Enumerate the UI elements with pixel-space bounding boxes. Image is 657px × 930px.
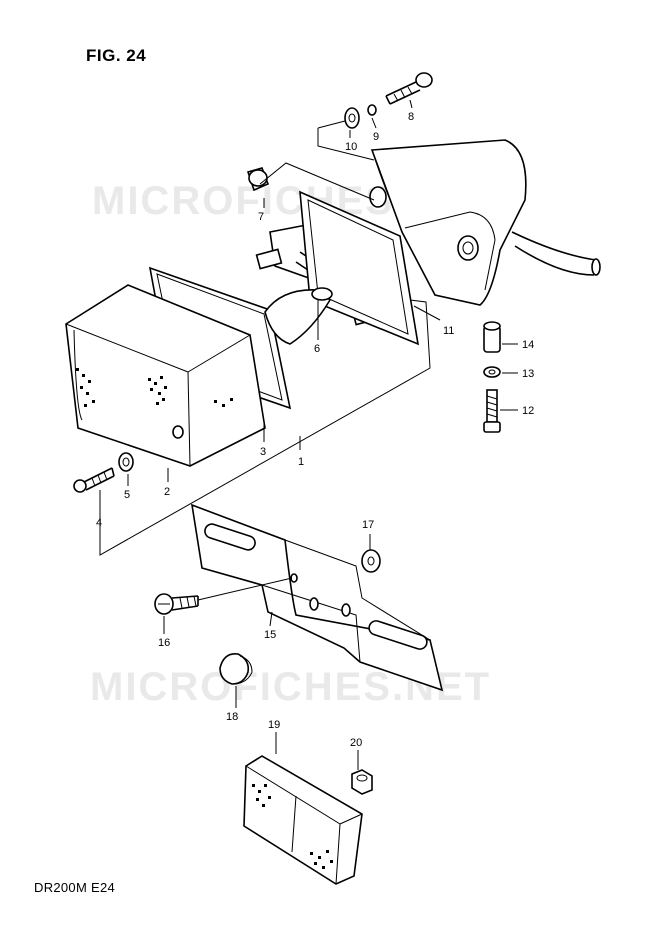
callout-10: 10 xyxy=(345,141,357,153)
callout-12: 12 xyxy=(522,405,534,417)
callout-6: 6 xyxy=(314,343,320,355)
part-5-washer xyxy=(118,452,134,472)
callout-9: 9 xyxy=(373,131,379,143)
part-4-screw xyxy=(73,467,115,493)
part-8-bolt xyxy=(385,72,433,105)
part-19-reflector xyxy=(243,755,363,885)
callout-7: 7 xyxy=(258,211,264,223)
callout-15: 15 xyxy=(264,629,276,641)
callout-5: 5 xyxy=(124,489,130,501)
callout-18: 18 xyxy=(226,711,238,723)
part-6-bulb xyxy=(264,287,333,345)
callout-labels: 1 2 3 4 5 6 7 8 9 10 11 12 13 14 15 16 1… xyxy=(96,111,534,749)
model-code: DR200M E24 xyxy=(34,880,116,895)
leader-lines xyxy=(99,99,518,770)
callout-2: 2 xyxy=(164,486,170,498)
part-15-bracket xyxy=(190,503,444,692)
callout-13: 13 xyxy=(522,368,534,380)
callout-1: 1 xyxy=(298,456,304,468)
callout-19: 19 xyxy=(268,719,280,731)
part-12-bolt xyxy=(483,389,501,433)
part-11-housing xyxy=(369,139,601,306)
part-9-nut xyxy=(367,104,377,116)
part-2-lens xyxy=(65,284,266,467)
part-13-washer xyxy=(483,366,501,378)
part-16-screw xyxy=(154,593,199,615)
callout-3: 3 xyxy=(260,446,266,458)
callout-4: 4 xyxy=(96,517,102,529)
callout-14: 14 xyxy=(522,339,534,351)
part-14-spacer xyxy=(483,321,501,353)
part-20-nut xyxy=(351,769,373,795)
part-10-washer xyxy=(344,107,360,129)
callout-16: 16 xyxy=(158,637,170,649)
figure-title: FIG. 24 xyxy=(86,46,147,65)
callout-8: 8 xyxy=(408,111,414,123)
part-18-cap xyxy=(219,652,253,685)
callout-17: 17 xyxy=(362,519,374,531)
part-17-washer xyxy=(361,549,381,573)
callout-11: 11 xyxy=(443,325,454,337)
callout-20: 20 xyxy=(350,737,362,749)
